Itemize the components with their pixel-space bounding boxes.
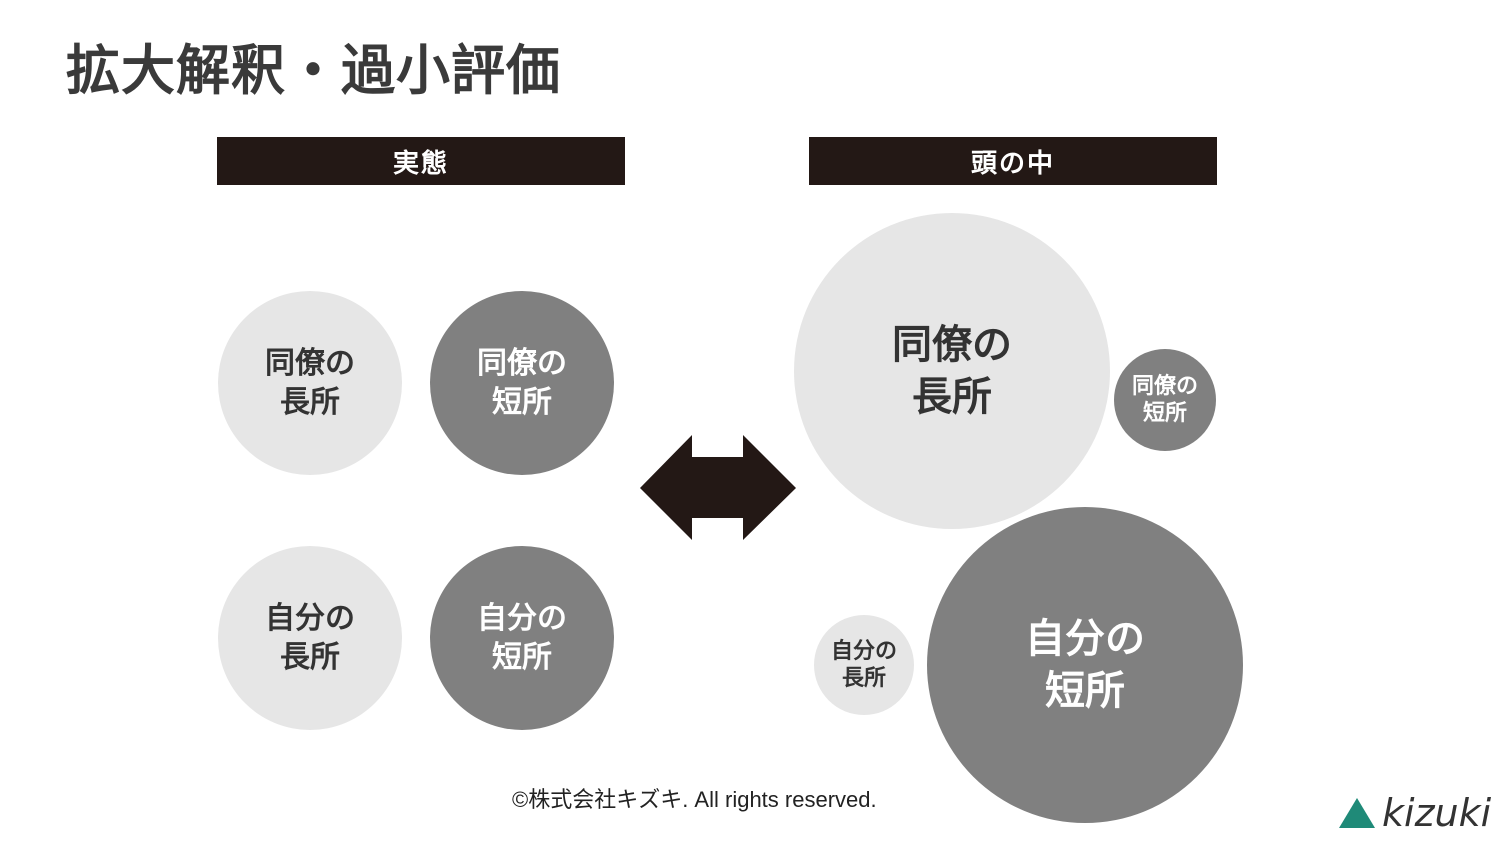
circle-actual-colleague-strengths: 同僚の 長所 [218,291,402,475]
circle-actual-self-strengths: 自分の 長所 [218,546,402,730]
kizuki-logo: kizuki [1338,794,1491,832]
slide-title: 拡大解釈・過小評価 [66,39,561,102]
circle-label: 同僚の [477,346,567,381]
circle-label: 短所 [1142,401,1187,426]
circle-label: 短所 [492,640,552,675]
circle-perceived-self-strengths: 自分の 長所 [814,615,914,715]
logo-text: kizuki [1382,791,1492,835]
circle-label: 長所 [280,385,340,420]
circle-label: 短所 [492,385,552,420]
circle-label: 同僚の [892,322,1012,368]
circle-perceived-self-weaknesses: 自分の 短所 [927,507,1243,823]
circle-label: 自分の [265,601,355,636]
header-actual: 実態 [217,137,625,185]
circle-actual-self-weaknesses: 自分の 短所 [430,546,614,730]
circle-label: 同僚の [1131,373,1198,399]
circle-actual-colleague-weaknesses: 同僚の 短所 [430,291,614,475]
circle-label: 長所 [912,374,992,420]
circle-label: 自分の [477,601,567,636]
circle-perceived-colleague-strengths: 同僚の 長所 [794,213,1110,529]
circle-perceived-colleague-weaknesses: 同僚の 短所 [1114,349,1216,451]
circle-label: 長所 [841,666,886,691]
circle-label: 自分の [830,638,897,664]
circle-label: 短所 [1045,668,1125,714]
circle-label: 自分の [1025,616,1145,662]
circle-label: 同僚の [265,346,355,381]
triangle-logo-icon [1339,798,1375,828]
copyright-text: ©株式会社キズキ. All rights reserved. [512,787,877,812]
circle-label: 長所 [280,640,340,675]
header-in-head: 頭の中 [809,137,1217,185]
